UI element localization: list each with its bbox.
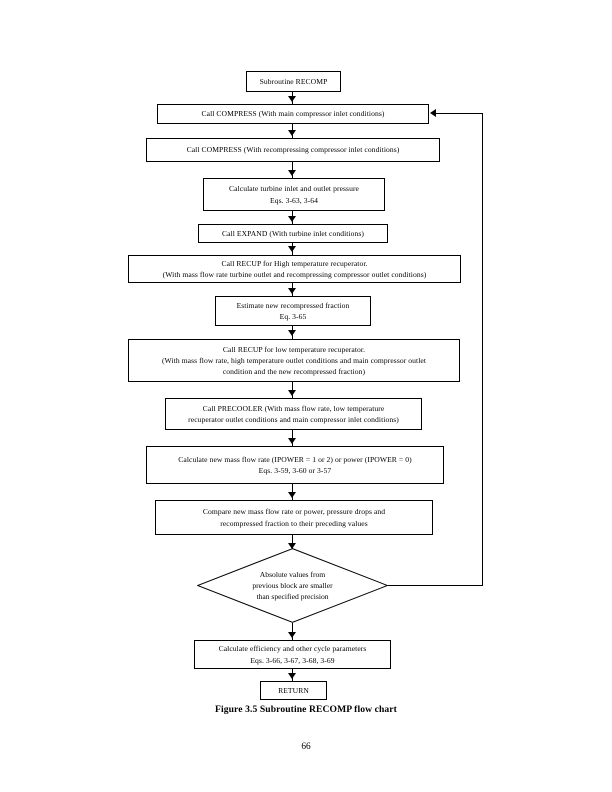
- node-label: Calculate turbine inlet and outlet press…: [229, 184, 359, 205]
- diamond-shape-icon: [197, 548, 388, 623]
- node-label: Calculate new mass flow rate (IPOWER = 1…: [178, 454, 412, 475]
- node-call-recup-high-temperature[interactable]: Call RECUP for High temperature recupera…: [128, 255, 461, 283]
- feedback-edge-riser: [482, 113, 483, 586]
- node-label: Call EXPAND (With turbine inlet conditio…: [221, 228, 365, 238]
- node-label: Estimate new recompressed fraction Eq. 3…: [236, 300, 350, 321]
- node-call-compress-main[interactable]: Call COMPRESS (With main compressor inle…: [157, 104, 429, 124]
- feedback-edge-from-decision: [388, 585, 483, 586]
- arrowhead-icon: [288, 673, 296, 679]
- arrowhead-icon: [288, 246, 296, 252]
- arrowhead-icon: [288, 96, 296, 102]
- node-call-recup-low-temperature[interactable]: Call RECUP for low temperature recuperat…: [128, 339, 460, 382]
- feedback-edge-to-compress-main: [436, 113, 483, 114]
- node-calculate-turbine-pressure[interactable]: Calculate turbine inlet and outlet press…: [203, 178, 385, 211]
- feedback-arrowhead-icon: [430, 109, 436, 117]
- arrowhead-icon: [288, 632, 296, 638]
- arrowhead-icon: [288, 216, 296, 222]
- arrowhead-icon: [288, 288, 296, 294]
- node-label: Subroutine RECOMP: [259, 76, 328, 86]
- arrowhead-icon: [288, 390, 296, 396]
- edge-decision-to-efficiency: [292, 623, 293, 640]
- node-label: RETURN: [278, 685, 309, 695]
- node-decision-precision-check[interactable]: Absolute values from previous block are …: [197, 548, 388, 623]
- page-number: 66: [301, 742, 311, 752]
- node-label: Calculate efficiency and other cycle par…: [218, 644, 367, 665]
- node-call-precooler[interactable]: Call PRECOOLER (With mass flow rate, low…: [165, 398, 422, 430]
- node-label: Call RECUP for low temperature recuperat…: [161, 344, 427, 377]
- node-label: Call RECUP for High temperature recupera…: [162, 258, 427, 279]
- node-estimate-new-recompressed-fraction[interactable]: Estimate new recompressed fraction Eq. 3…: [215, 296, 371, 326]
- node-label: Call COMPRESS (With recompressing compre…: [186, 145, 400, 155]
- node-calculate-new-mass-flow-rate[interactable]: Calculate new mass flow rate (IPOWER = 1…: [146, 446, 444, 484]
- node-subroutine-recomp[interactable]: Subroutine RECOMP: [246, 71, 341, 92]
- figure-caption: Figure 3.5 Subroutine RECOMP flow chart: [215, 704, 397, 715]
- arrowhead-icon: [288, 492, 296, 498]
- arrowhead-icon: [288, 130, 296, 136]
- arrowhead-icon: [288, 543, 296, 549]
- node-label: Compare new mass flow rate or power, pre…: [202, 507, 386, 528]
- node-calculate-efficiency[interactable]: Calculate efficiency and other cycle par…: [194, 640, 391, 669]
- node-call-compress-recompressing[interactable]: Call COMPRESS (With recompressing compre…: [146, 138, 440, 162]
- arrowhead-icon: [288, 330, 296, 336]
- node-label: Call PRECOOLER (With mass flow rate, low…: [188, 403, 399, 424]
- node-call-expand[interactable]: Call EXPAND (With turbine inlet conditio…: [198, 224, 388, 243]
- node-return[interactable]: RETURN: [260, 681, 327, 700]
- node-compare-values[interactable]: Compare new mass flow rate or power, pre…: [155, 500, 433, 535]
- node-label: Call COMPRESS (With main compressor inle…: [201, 109, 385, 119]
- arrowhead-icon: [288, 170, 296, 176]
- arrowhead-icon: [288, 438, 296, 444]
